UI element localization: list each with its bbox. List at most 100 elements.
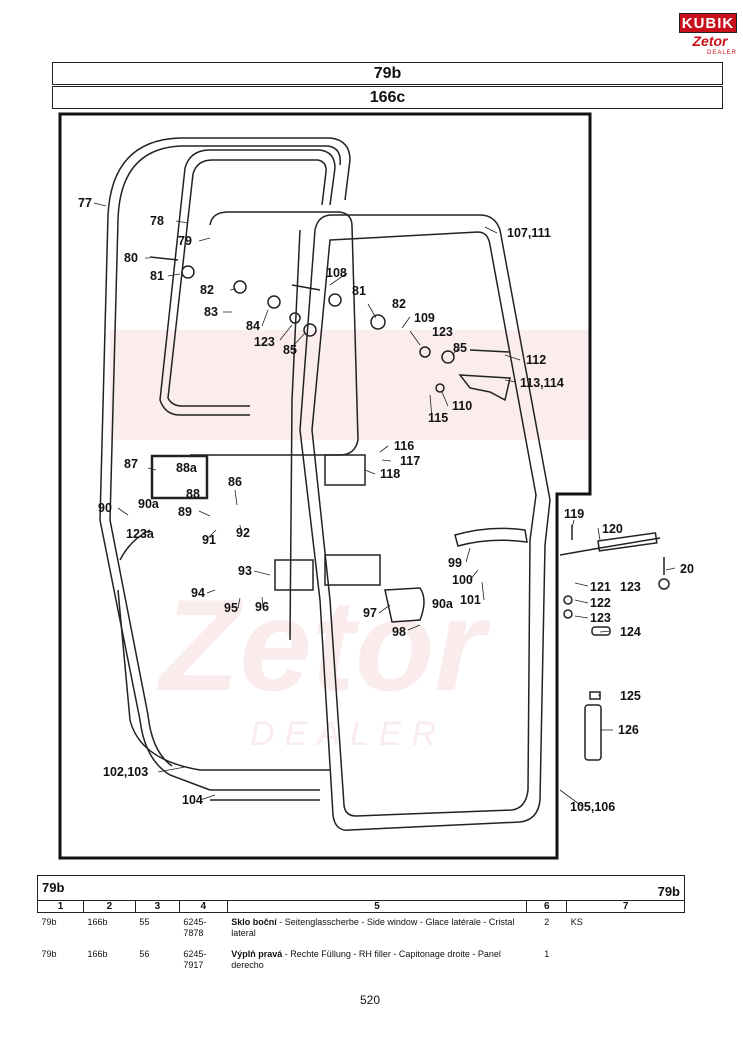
- part-label: 88a: [176, 461, 198, 475]
- column-header: 2: [82, 900, 136, 913]
- cell-position: 55: [139, 917, 150, 927]
- part-label: 90a: [432, 597, 454, 611]
- washer-123a: [289, 312, 301, 324]
- leader-lines: [93, 202, 676, 808]
- parts-table-title: 79b 79b: [37, 875, 685, 900]
- part-label: 117: [400, 454, 420, 468]
- cell-part-number: 6245-7917: [183, 949, 207, 970]
- washer-85b: [441, 350, 455, 364]
- door-panel-inner: [311, 231, 537, 817]
- part-label: 78: [150, 214, 164, 228]
- part-label: 104: [182, 793, 203, 807]
- cell-subgroup: 166b: [87, 917, 108, 927]
- handle-99: [454, 527, 528, 547]
- table-group-right: 79b: [657, 884, 680, 899]
- gas-strut-120: [559, 537, 661, 556]
- watermark: Zetor DEALER: [110, 330, 590, 753]
- part-name: Sklo boční: [231, 917, 277, 927]
- part-label: 100: [452, 573, 473, 587]
- washer-82b: [370, 314, 386, 330]
- table-group-left: 79b: [42, 880, 65, 895]
- part-label: 91: [202, 533, 216, 547]
- diagram-frame: [58, 112, 592, 860]
- table-row: 79b 166b 55 6245-7878 Sklo boční - Seite…: [38, 913, 685, 946]
- box-118: [324, 454, 366, 486]
- washer-82a: [233, 280, 247, 294]
- rod-112: [469, 349, 511, 353]
- lock-plate: [324, 554, 381, 586]
- part-label: 113,114: [520, 376, 564, 390]
- washer-85a: [303, 323, 317, 337]
- outer-seal-77b: [109, 145, 341, 767]
- column-header: 7: [566, 900, 685, 913]
- part-label: 82: [392, 297, 406, 311]
- washer-123d: [658, 578, 670, 590]
- washer-81a: [181, 265, 195, 279]
- part-label: 120: [602, 522, 623, 536]
- part-label: 118: [380, 467, 400, 481]
- parts-table: 79b 79b 1 2 3 4 5 6 7 79b 166b 55 6245-7…: [37, 875, 685, 977]
- part-label: 102,103: [103, 765, 148, 779]
- outer-seal-77: [99, 137, 351, 791]
- part-125: [589, 691, 601, 700]
- brand-logo-sub: DEALER: [707, 50, 738, 56]
- washer-110: [435, 383, 445, 393]
- part-label: 112: [526, 353, 546, 367]
- lower-seal-104: [210, 789, 320, 801]
- lock-93: [274, 559, 314, 591]
- part-label: 88: [186, 487, 200, 501]
- part-label: 79: [178, 234, 192, 248]
- part-name: Výplň pravá: [231, 949, 283, 959]
- part-label: 99: [448, 556, 462, 570]
- part-label: 87: [124, 457, 138, 471]
- lock-97: [384, 587, 425, 623]
- part-label: 81: [150, 269, 164, 283]
- part-label: 86: [228, 475, 242, 489]
- cell-unit: KS: [570, 917, 583, 927]
- part-label: 119: [564, 507, 584, 521]
- part-label: 77: [78, 196, 92, 210]
- part-label: 81: [352, 284, 366, 298]
- part-label: 125: [620, 689, 641, 703]
- part-label: 85: [453, 341, 467, 355]
- bolt-80: [149, 256, 179, 261]
- cell-part-number: 6245-7878: [183, 917, 207, 938]
- part-label: 108: [326, 266, 347, 280]
- page-number: 520: [359, 993, 381, 1007]
- part-label: 107,111: [507, 226, 551, 240]
- parts-list: 1 2 3 4 5 6 7 79b 166b 55 6245-7878 Sklo…: [37, 900, 685, 977]
- part-label: 83: [204, 305, 218, 319]
- part-label: 122: [590, 596, 611, 610]
- side-window-glass: [190, 211, 359, 456]
- cell-unit: [567, 945, 685, 977]
- part-label: 94: [191, 586, 205, 600]
- part-label: 96: [255, 600, 269, 614]
- table-header-row: 1 2 3 4 5 6 7: [37, 900, 685, 913]
- column-header: 3: [134, 900, 180, 913]
- part-label: 109: [414, 311, 435, 325]
- part-label: 93: [238, 564, 252, 578]
- part-126: [584, 704, 602, 761]
- part-87-box: [150, 454, 209, 500]
- part-label: 80: [124, 251, 138, 265]
- part-translations: - Seitenglasscherbe - Side window - Glac…: [231, 917, 515, 938]
- column-header: 5: [226, 900, 528, 913]
- part-labels: 77 78 79 80 81 82 83 84 123 85 108 81 82…: [78, 196, 694, 814]
- part-label: 121: [590, 580, 611, 594]
- part-label: 123: [620, 580, 641, 594]
- column-header: 6: [526, 900, 568, 913]
- part-label: 98: [392, 625, 406, 639]
- part-label: 89: [178, 505, 192, 519]
- window-frame-79: [167, 159, 327, 407]
- part-label: 116: [394, 439, 414, 453]
- part-label: 97: [363, 606, 377, 620]
- washer-81b: [328, 293, 342, 307]
- washer-122: [563, 595, 573, 605]
- part-translations: - Rechte Füllung - RH filler - Capitonag…: [231, 949, 501, 970]
- washer-123c: [563, 609, 573, 619]
- part-label: 123a: [126, 527, 155, 541]
- cell-group: 79b: [41, 917, 57, 927]
- part-label: 115: [428, 411, 448, 425]
- part-label: 92: [236, 526, 250, 540]
- column-header: 4: [178, 900, 228, 913]
